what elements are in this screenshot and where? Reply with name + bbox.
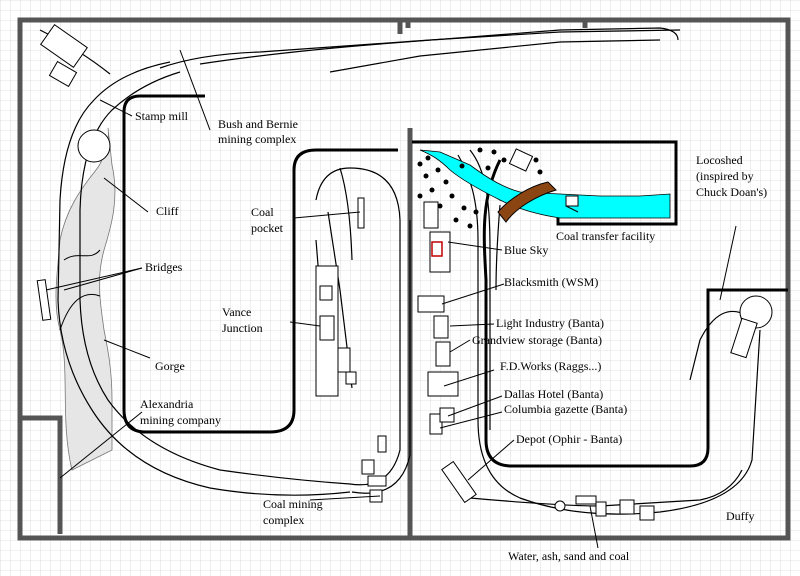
labels: Stamp mill Bush and Bernie mining comple… bbox=[135, 109, 767, 563]
label-blue-sky: Blue Sky bbox=[504, 243, 548, 257]
label-water-ash: Water, ash, sand and coal bbox=[508, 549, 630, 563]
label-locoshed-2: (inspired by bbox=[696, 169, 754, 183]
label-coal-pocket-2: pocket bbox=[251, 221, 284, 235]
label-cliff: Cliff bbox=[156, 204, 178, 218]
bridge-coal-transfer bbox=[497, 181, 557, 223]
trees bbox=[417, 147, 543, 229]
label-bush-bernie-2: mining complex bbox=[218, 132, 296, 146]
label-light-industry: Light Industry (Banta) bbox=[496, 316, 604, 330]
label-vance-2: Junction bbox=[222, 321, 263, 335]
label-locoshed-3: Chuck Doan's) bbox=[696, 185, 767, 199]
label-locoshed-1: Locoshed bbox=[696, 153, 743, 167]
label-coal-mining-1: Coal mining bbox=[263, 497, 323, 511]
label-columbia: Columbia gazette (Banta) bbox=[504, 402, 627, 416]
leader-lines bbox=[45, 49, 737, 549]
label-stamp-mill: Stamp mill bbox=[135, 109, 189, 123]
label-dallas-hotel: Dallas Hotel (Banta) bbox=[504, 387, 603, 401]
label-coal-mining-2: complex bbox=[263, 513, 304, 527]
label-bridges: Bridges bbox=[145, 260, 183, 274]
label-vance-1: Vance bbox=[222, 305, 251, 319]
label-alexandria-1: Alexandria bbox=[140, 397, 194, 411]
label-coal-pocket-1: Coal bbox=[251, 205, 274, 219]
buildings bbox=[36, 24, 773, 521]
label-alexandria-2: mining company bbox=[140, 413, 221, 427]
label-bush-bernie-1: Bush and Bernie bbox=[218, 117, 298, 131]
label-fd-works: F.D.Works (Raggs...) bbox=[500, 359, 601, 373]
label-gorge: Gorge bbox=[155, 359, 185, 373]
label-duffy: Duffy bbox=[726, 509, 754, 523]
label-grandview: Grandview storage (Banta) bbox=[472, 333, 602, 347]
label-blacksmith: Blacksmith (WSM) bbox=[504, 275, 598, 289]
label-coal-transfer: Coal transfer facility bbox=[556, 229, 655, 243]
label-depot: Depot (Ophir - Banta) bbox=[516, 432, 622, 446]
